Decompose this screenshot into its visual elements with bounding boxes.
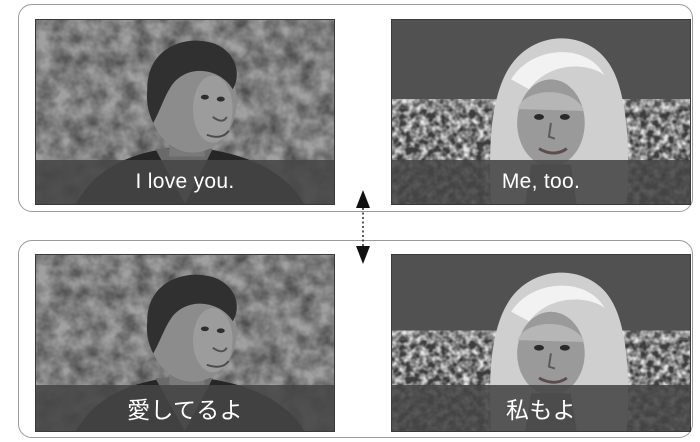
- english-subtitle-panel: I love you. Me, too.: [18, 4, 693, 212]
- video-frame-woman-ja: 私もよ: [391, 254, 691, 432]
- video-frame-woman: Me, too.: [391, 19, 691, 205]
- video-frame-man-ja: 愛してるよ: [35, 254, 335, 432]
- subtitle-caption-left-ja: 愛してるよ: [36, 385, 334, 431]
- subtitle-caption-right: Me, too.: [392, 160, 690, 204]
- double-arrow-vertical-dotted-icon: [351, 188, 375, 266]
- subtitle-caption-left: I love you.: [36, 160, 334, 204]
- japanese-subtitle-panel: 愛してるよ 私もよ: [18, 240, 693, 438]
- video-frame-man: I love you.: [35, 19, 335, 205]
- subtitle-caption-right-ja: 私もよ: [392, 385, 690, 431]
